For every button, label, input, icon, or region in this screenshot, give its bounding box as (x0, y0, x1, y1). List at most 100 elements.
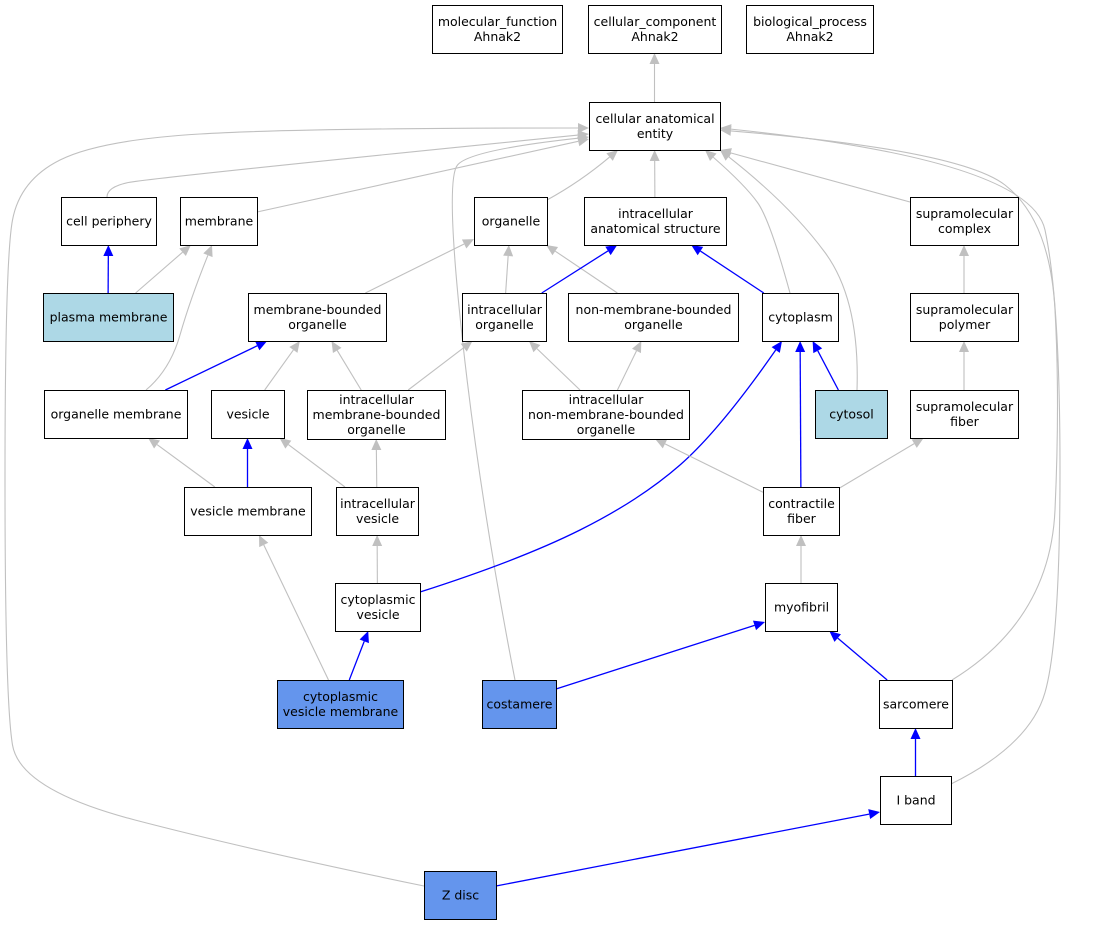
node-zdisc[interactable]: Z disc (424, 871, 497, 920)
arrowhead-plasmamembrane-to-cellperiphery (103, 245, 114, 257)
node-cytoplasm[interactable]: cytoplasm (762, 293, 839, 342)
node-box-costamere (482, 680, 557, 729)
arrowhead-suppolymer-to-supcomplex (959, 245, 969, 256)
arrowhead-orgmembrane-to-mbo (255, 341, 268, 351)
node-label-supfiber: fiber (950, 414, 979, 429)
edge-zdisc-to-iband (495, 813, 870, 887)
arrowhead-contractile-to-cytoplasm (795, 341, 806, 353)
node-label-mf: molecular_function (438, 14, 557, 29)
node-box-cellperiphery (61, 197, 157, 246)
edge-intravesicle-to-vesicle (288, 444, 346, 488)
edge-costamere-to-myofibril (555, 624, 755, 690)
node-plasmamembrane[interactable]: plasma membrane (43, 293, 174, 342)
node-label-suppolymer: polymer (939, 317, 991, 332)
arrowhead-imbo-to-intraorg (460, 341, 473, 352)
node-box-membrane (180, 197, 258, 246)
arrowhead-cytosol-to-cytoplasm (812, 341, 823, 354)
node-cytosol[interactable]: cytosol (815, 390, 888, 439)
node-box-intravesicle (336, 487, 419, 536)
edge-cytoplasm-to-cae (712, 156, 791, 294)
node-label-supcomplex: complex (938, 221, 991, 236)
node-label-cytoplasm: cytoplasm (768, 310, 833, 325)
node-box-plasmamembrane (43, 293, 174, 342)
node-box-bp (746, 5, 874, 54)
node-box-sarcomere (879, 680, 953, 729)
edge-imbo-to-intraorg (407, 347, 465, 391)
node-inmbo[interactable]: intracellularnon-membrane-boundedorganel… (522, 390, 690, 440)
edge-membrane-to-cae (256, 140, 579, 213)
arrowhead-ias-to-cae (649, 150, 660, 162)
edge-cellperiphery-to-cae (106, 134, 579, 198)
node-sarcomere[interactable]: sarcomere (879, 680, 953, 729)
node-label-intraorg: intracellular (467, 302, 543, 317)
node-label-cvm: vesicle membrane (283, 704, 399, 719)
node-membrane[interactable]: membrane (180, 197, 258, 246)
arrowhead-cytoplasm-to-ias (691, 245, 704, 256)
node-label-mf: Ahnak2 (474, 29, 521, 44)
node-label-organelle: organelle (482, 214, 541, 229)
node-label-vesmembrane: vesicle membrane (190, 504, 306, 519)
node-organelle[interactable]: organelle (474, 197, 548, 246)
edge-inmbo-to-intraorg (536, 348, 581, 391)
arrowhead-costamere-to-myofibril (752, 620, 765, 631)
node-label-cytovesicle: vesicle (356, 607, 399, 622)
node-vesmembrane[interactable]: vesicle membrane (184, 487, 312, 536)
node-label-cellperiphery: cell periphery (66, 214, 152, 229)
arrowhead-supfiber-to-suppolymer (959, 341, 969, 352)
node-box-mbo (248, 293, 387, 342)
node-label-cc: Ahnak2 (631, 29, 678, 44)
node-label-contractile: fiber (787, 511, 816, 526)
node-vesicle[interactable]: vesicle (211, 390, 285, 439)
node-box-ias (584, 197, 727, 246)
arrowhead-zdisc-to-iband (868, 809, 880, 819)
node-label-mbo: membrane-bounded (254, 302, 382, 317)
node-costamere[interactable]: costamere (482, 680, 557, 729)
node-box-contractile (763, 487, 840, 536)
arrowhead-myofibril-to-contractile (796, 535, 806, 546)
edge-orgmembrane-to-membrane (145, 255, 209, 391)
arrowhead-cvm-to-vesmembrane (259, 535, 269, 548)
node-label-cc: cellular_component (594, 14, 717, 29)
edge-inmbo-to-nmbo (616, 350, 637, 391)
edge-cvm-to-cytovesicle (348, 641, 365, 681)
node-label-intraorg: organelle (475, 317, 534, 332)
node-cellperiphery[interactable]: cell periphery (61, 197, 157, 246)
arrowhead-contractile-to-supfiber (911, 438, 924, 448)
edge-intraorg-to-organelle (505, 255, 509, 294)
arrowhead-vesicle-to-mbo (289, 341, 300, 353)
node-box-inmbo (522, 390, 690, 440)
node-label-myofibril: myofibril (774, 600, 829, 615)
node-label-ias: intracellular (618, 206, 694, 221)
edge-cytoplasm-to-ias (700, 250, 765, 294)
node-label-intravesicle: vesicle (356, 511, 399, 526)
arrowhead-costamere-to-cae (577, 133, 589, 144)
node-myofibril[interactable]: myofibril (765, 583, 838, 632)
node-label-supcomplex: supramolecular (916, 206, 1014, 221)
edge-cvm-to-vesmembrane (263, 544, 329, 681)
node-iband[interactable]: I band (880, 776, 952, 825)
node-box-cc (588, 5, 722, 54)
node-label-cae: cellular anatomical (595, 111, 714, 126)
arrowhead-intravesicle-to-vesicle (279, 438, 292, 449)
edge-vesmembrane-to-orgmembrane (156, 444, 216, 488)
arrowhead-intraorg-to-organelle (503, 245, 514, 257)
edge-nmbo-to-organelle (554, 250, 618, 294)
node-orgmembrane[interactable]: organelle membrane (44, 390, 188, 439)
node-label-zdisc: Z disc (442, 888, 479, 903)
